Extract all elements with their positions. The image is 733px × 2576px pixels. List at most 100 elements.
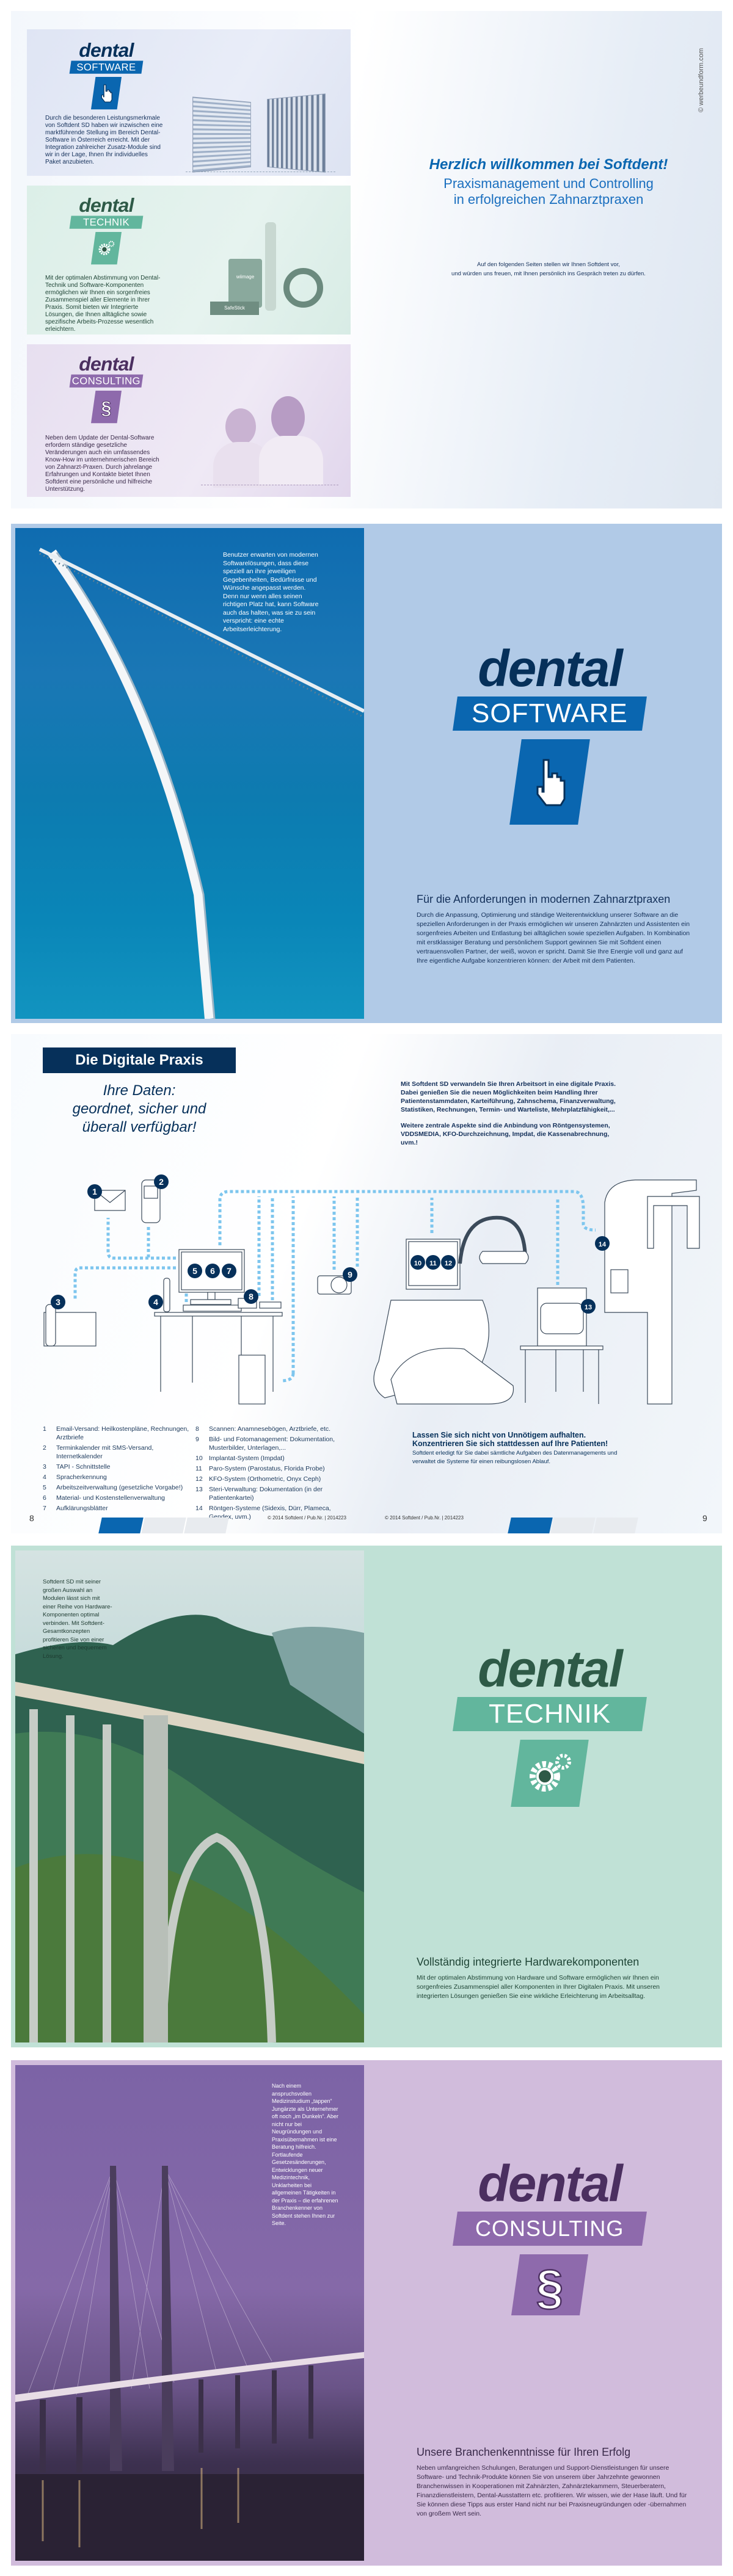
page-number-right: 9 — [702, 1513, 707, 1523]
software-logo-small: dental SOFTWARE — [62, 40, 150, 110]
welcome-note-2: und würden uns freuen, mit Ihnen persönl… — [451, 270, 646, 277]
list-item-number: 10 — [195, 1455, 203, 1462]
hardware-products-image: wiimage SafeStick — [210, 216, 338, 329]
list-item: 10 Implantat-System (Impdat) — [195, 1454, 348, 1463]
diagram-marker-3: 3 — [51, 1295, 65, 1309]
list-item-number: 14 — [195, 1505, 203, 1512]
svg-text:6: 6 — [210, 1266, 215, 1276]
list-item-number: 2 — [43, 1444, 46, 1452]
feature-list-right: 8 Scannen: Anamnesebögen, Arztbriefe, etc… — [195, 1425, 348, 1523]
svg-text:11: 11 — [429, 1260, 437, 1267]
list-item-number: 4 — [43, 1474, 46, 1481]
list-item-number: 8 — [195, 1425, 199, 1433]
pointer-hand-icon — [90, 77, 122, 110]
consulting-logo-small: dental CONSULTING § — [62, 354, 150, 424]
pointer-hand-icon — [509, 739, 590, 825]
welcome-block: Herzlich willkommen bei Softdent! Praxis… — [377, 156, 720, 277]
list-item-number: 1 — [43, 1425, 46, 1433]
pc-tower-icon — [238, 1355, 266, 1405]
welcome-note-1: Auf den folgenden Seiten stellen wir Ihn… — [477, 261, 620, 268]
list-item-text: Terminkalender mit SMS-Versand, Internet… — [56, 1444, 154, 1460]
cable-bridge-illustration — [15, 2166, 364, 2561]
technik-logo: dental TECHNIK — [446, 1643, 654, 1807]
panel-software: dental SOFTWARE Durch die besonderen Lei… — [27, 29, 351, 176]
digital-practice-spread: Die Digitale Praxis Ihre Daten: geordnet… — [11, 1034, 722, 1533]
footer-bar-grey — [184, 1518, 229, 1533]
svg-text:14: 14 — [599, 1241, 607, 1248]
technik-spread: Softdent SD mit seiner großen Auswahl an… — [11, 1546, 722, 2047]
xray-device-icon — [604, 1179, 697, 1405]
software-spread: Benutzer erwarten von modernen Softwarel… — [11, 524, 722, 1023]
diagram-marker-14: 14 — [595, 1236, 610, 1251]
software-panel-text: Durch die besonderen Leistungsmerkmale v… — [45, 115, 163, 165]
keyboard-icon — [183, 1304, 242, 1312]
cable-bridge-photo: Nach einem anspruchsvollen Medizinstudiu… — [15, 2065, 364, 2561]
welcome-title: Herzlich willkommen bei Softdent! — [429, 156, 668, 173]
list-item: 14 Röntgen-Systeme (Sidexis, Dürr, Plamec… — [195, 1504, 348, 1521]
list-item-text: Scannen: Anamnesebögen, Arztbriefe, etc. — [209, 1425, 331, 1433]
diagram-marker-1: 1 — [87, 1184, 102, 1199]
list-item-text: Aufklärungsblätter — [56, 1505, 108, 1512]
diagram-marker-9: 9 — [343, 1267, 357, 1282]
technik-heading: Vollständig integrierte Hardwarekomponen… — [417, 1956, 640, 1968]
bridge-mountain-photo: Softdent SD mit seiner großen Auswahl an… — [15, 1550, 364, 2042]
svg-text:3: 3 — [56, 1297, 60, 1307]
software-screenshots-image — [186, 93, 335, 188]
footer-bar-grey — [550, 1518, 596, 1533]
diagram-marker-13: 13 — [581, 1299, 596, 1314]
svg-text:8: 8 — [249, 1292, 253, 1301]
footer-bar-grey — [593, 1518, 638, 1533]
closing-text: Lassen Sie sich nicht von Unnötigem aufh… — [412, 1431, 618, 1465]
footer-bar-blue-left — [98, 1518, 144, 1533]
footer-left: © 2014 Softdent / Pub.Nr. | 2014223 — [268, 1515, 346, 1521]
panel-consulting: dental CONSULTING § Neben dem Update der… — [27, 344, 351, 497]
technik-logo-small: dental TECHNIK — [62, 195, 150, 265]
list-item-text: Material- und Kostenstellenverwaltung — [56, 1494, 166, 1502]
diagram-marker-7: 7 — [222, 1264, 236, 1278]
technik-panel-text: Mit der optimalen Abstimmung von Dental-… — [45, 275, 161, 333]
svg-text:9: 9 — [348, 1270, 352, 1279]
diagram-marker-6: 6 — [205, 1264, 220, 1278]
desk — [154, 1312, 283, 1317]
welcome-subtitle-2: in erfolgreichen Zahnarztpraxen — [453, 192, 644, 207]
list-item-number: 12 — [195, 1475, 203, 1483]
diagram-marker-2: 2 — [154, 1174, 169, 1189]
consulting-panel-text: Neben dem Update der Dental-Software erf… — [45, 435, 159, 493]
list-item: 11 Paro-System (Parostatus, Florida Probe… — [195, 1464, 348, 1473]
mountain-bridge-illustration — [15, 1615, 364, 2042]
list-item-number: 11 — [195, 1465, 202, 1472]
gears-icon — [511, 1740, 589, 1807]
software-text: Für die Anforderungen in modernen Zahnar… — [417, 893, 691, 966]
digital-title-box: Die Digitale Praxis — [43, 1047, 236, 1073]
list-item-text: Implantat-System (Impdat) — [209, 1455, 285, 1462]
data-connection-lines — [73, 1190, 596, 1383]
office-equipment-drawings — [43, 1179, 700, 1405]
svg-text:§: § — [536, 2260, 564, 2312]
list-item-text: Paro-System (Parostatus, Florida Probe) — [209, 1465, 325, 1472]
list-item-number: 6 — [43, 1494, 46, 1502]
diagram-marker-10: 10 — [410, 1255, 425, 1270]
svg-text:12: 12 — [445, 1260, 452, 1267]
technik-text: Vollständig integrierte Hardwarekomponen… — [417, 1956, 691, 2001]
digital-tagline: Ihre Daten: geordnet, sicher und überall… — [72, 1082, 206, 1135]
svg-text:§: § — [101, 397, 112, 417]
svg-text:5: 5 — [192, 1266, 197, 1276]
diagram-marker-11: 11 — [426, 1255, 440, 1270]
list-item-text: Röntgen-Systeme (Sidexis, Dürr, Plameca,… — [209, 1505, 331, 1521]
diagram-marker-12: 12 — [441, 1255, 456, 1270]
svg-text:10: 10 — [414, 1260, 421, 1267]
panel-technik: dental TECHNIK Mit der optimalen Abstimm… — [27, 186, 351, 335]
consultants-photo — [201, 393, 338, 488]
list-item-text: Arbeitszeitverwaltung (gesetzliche Vorga… — [56, 1484, 183, 1491]
paragraph-icon: § — [511, 2254, 589, 2315]
welcome-subtitle-1: Praxismanagement und Controlling — [443, 176, 654, 191]
copyright-vertical: © werbeundform.com — [698, 48, 705, 112]
